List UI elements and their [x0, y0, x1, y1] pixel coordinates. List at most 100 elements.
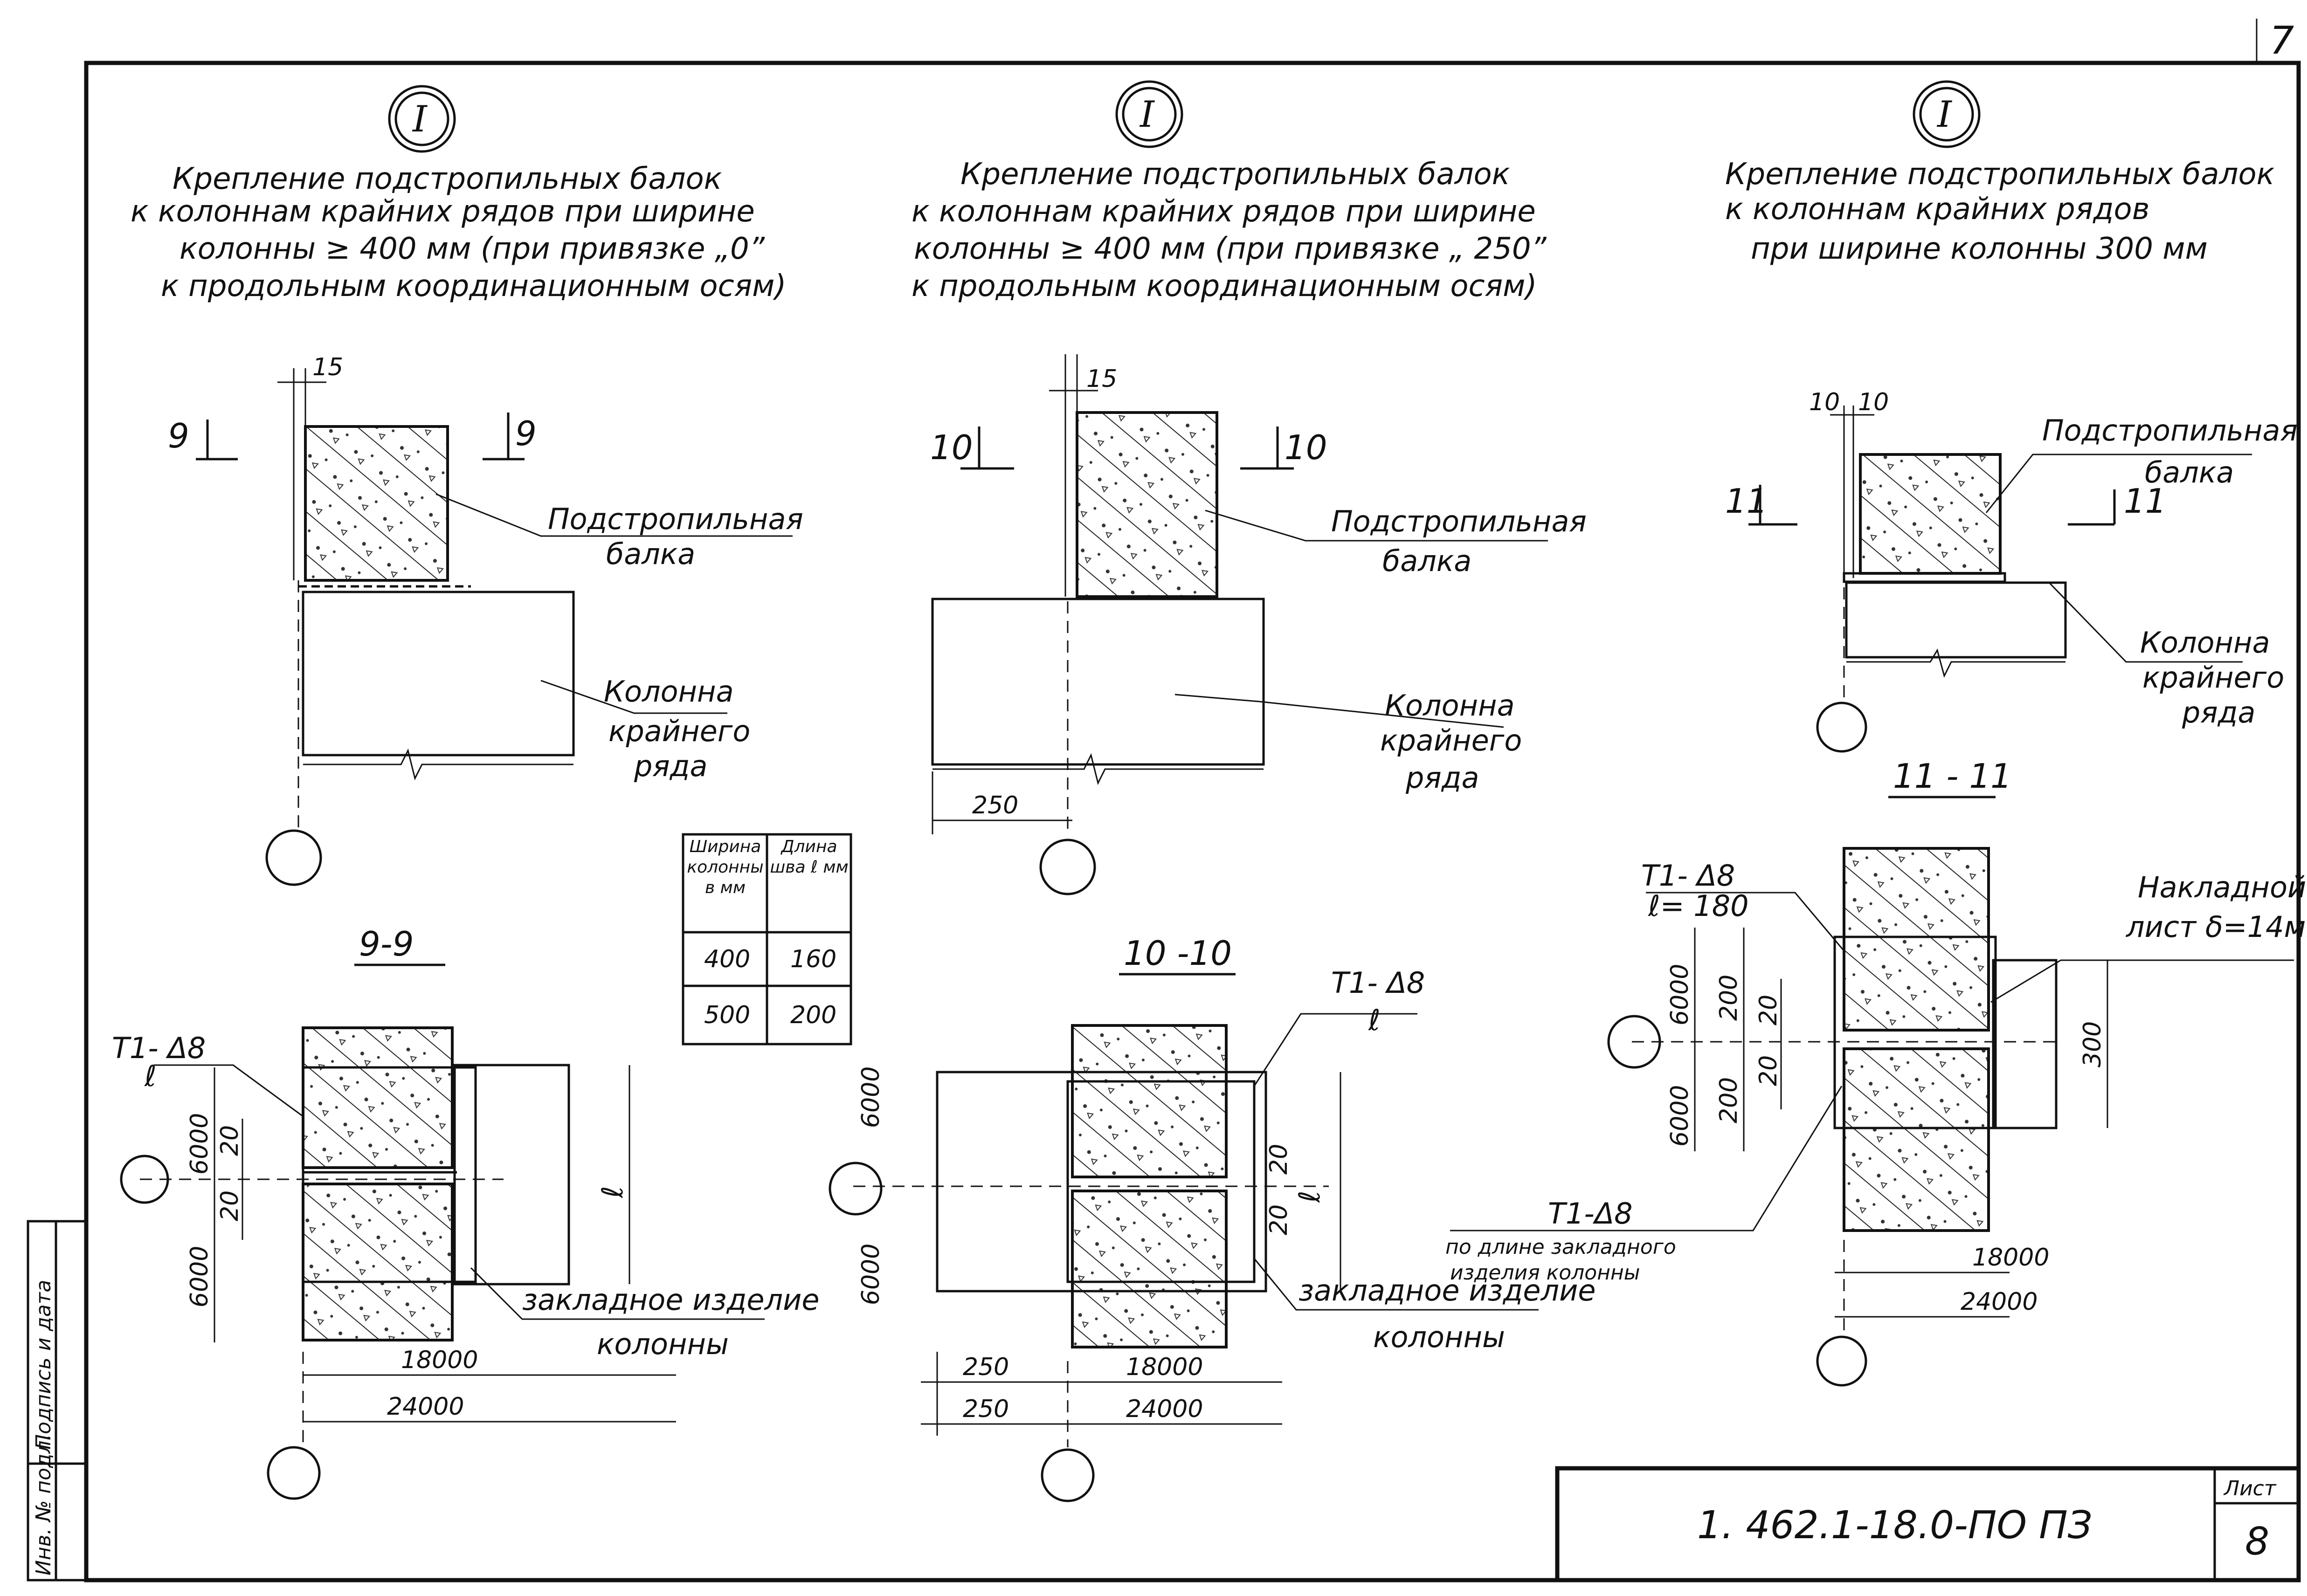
cover-plate — [1833, 936, 1997, 1129]
beam-label-line: балка — [606, 537, 695, 571]
dim-15: 15 — [312, 353, 343, 381]
rafter-beam — [304, 425, 449, 582]
table-cell: 160 — [790, 945, 836, 973]
beam-section-top — [1071, 1024, 1228, 1178]
title-block: 1. 462.1-18.0-ПО ПЗ Лист 8 — [1555, 1466, 2301, 1582]
rafter-beam — [1859, 453, 2002, 575]
dim-20-a: 20 — [216, 1125, 244, 1156]
detail-title-line: Крепление подстропильных балок — [1725, 157, 2275, 192]
dim-250-b: 250 — [963, 1395, 1009, 1423]
column-label-line: Колонна — [1385, 688, 1515, 722]
section-9-9: 9-9 Т1- Δ8 ℓ 6000 6000 20 20 ℓ закладное… — [112, 924, 820, 1500]
dim-10-a: 10 — [1809, 388, 1840, 416]
weld-symbol: Т1- Δ8 — [112, 1031, 206, 1065]
dim-15: 15 — [1086, 365, 1117, 393]
rafter-beam — [1076, 411, 1218, 598]
dim-24000: 24000 — [1126, 1395, 1203, 1423]
beam-label-line: Подстропильная — [2042, 413, 2298, 447]
detail-title-line: к продольным координационным осям) — [912, 269, 1537, 303]
dim-20-a: 20 — [1265, 1144, 1293, 1175]
detail-title-line: к колоннам крайних рядов — [1725, 192, 2149, 227]
dim-300: 300 — [2079, 1021, 2107, 1067]
detail-title-line: к колоннам крайних рядов при ширине — [912, 194, 1536, 229]
axis-bubble — [267, 1446, 321, 1500]
dim-200-b: 200 — [1715, 1077, 1743, 1123]
column-plan — [453, 1064, 570, 1286]
cut-marker-right: 10 — [1285, 428, 1327, 467]
dim-250: 250 — [972, 791, 1018, 819]
column-label-line: ряда — [2182, 695, 2256, 729]
weld-length: ℓ — [144, 1059, 157, 1093]
section-10-10: 10 -10 Т1- Δ8 ℓ 6000 6000 20 20 ℓ заклад… — [829, 934, 1596, 1502]
embed-label-line: закладное изделие — [522, 1283, 820, 1317]
detail-title-line: к продольным координационным осям) — [161, 269, 786, 303]
detail-marker: I — [1139, 94, 1155, 136]
detail-title-line: при ширине колонны 300 мм — [1751, 232, 2208, 266]
sheet-frame — [84, 61, 2301, 1582]
detail-title-line: колонны ≥ 400 мм (при привязке „ 250” — [914, 232, 1547, 266]
corner-number: 7 — [2270, 19, 2294, 63]
table-header-width: Ширина колонны в мм — [687, 837, 764, 897]
cut-marker-left: 11 — [1725, 482, 1768, 521]
detail-marker-circle — [388, 85, 456, 153]
dim-24000: 24000 — [387, 1393, 464, 1421]
column-label-line: Колонна — [604, 674, 734, 709]
embed-label-line: колонны — [597, 1327, 729, 1361]
embed-label-line: колонны — [1373, 1320, 1505, 1354]
weld-length-top: ℓ= 180 — [1648, 889, 1749, 923]
dim-18000: 18000 — [401, 1346, 478, 1374]
plate-label-line: лист δ=14мм — [2126, 910, 2307, 944]
cut-marker-right: 9 — [515, 414, 537, 453]
dim-18000: 18000 — [1126, 1353, 1203, 1381]
weld-length-table: Ширина колонны в мм Длина шва ℓ мм 400 1… — [682, 833, 852, 1046]
embed-label-line: закладное изделие — [1299, 1273, 1596, 1307]
beam-section-top — [1843, 847, 1990, 1032]
detail-marker: I — [412, 98, 428, 140]
stamp-inventory-number: Инв. № подл. — [32, 1434, 55, 1575]
weld-note-line: по длине закладного — [1445, 1235, 1676, 1259]
weld-symbol-top: Т1- Δ8 — [1641, 859, 1735, 893]
dim-6000-top: 6000 — [186, 1113, 214, 1175]
weld-symbol-bottom: Т1-Δ8 — [1548, 1197, 1633, 1231]
axis-bubble — [1607, 1015, 1661, 1069]
axis-bubble — [1816, 702, 1867, 753]
plate-label-line: Накладной — [2138, 870, 2306, 904]
axis-bubble — [265, 829, 322, 886]
beam-label-line: Подстропильная — [1331, 504, 1587, 538]
column-label-line: ряда — [634, 749, 708, 783]
beam-section-bottom — [1071, 1190, 1228, 1348]
dim-200-a: 200 — [1715, 975, 1743, 1021]
detail-title-line: Крепление подстропильных балок — [173, 162, 722, 196]
column-label-line: крайнего — [2142, 660, 2284, 695]
edge-column — [931, 598, 1265, 766]
column-label-line: крайнего — [1380, 723, 1522, 757]
weld-symbol: Т1- Δ8 — [1331, 966, 1425, 1000]
beam-label-line: балка — [1382, 544, 1471, 578]
column-label-line: Колонна — [2140, 626, 2270, 660]
axis-bubble — [829, 1162, 883, 1216]
stamp-signature-date: Подпись и дата — [32, 1280, 55, 1450]
table-cell: 400 — [704, 945, 750, 973]
beam-label-line: Подстропильная — [548, 502, 803, 536]
dim-6000-top: 6000 — [1666, 964, 1694, 1025]
dim-l: ℓ — [595, 1186, 629, 1198]
axis-bubble — [1816, 1335, 1867, 1387]
axis-bubble — [1041, 1448, 1095, 1502]
detail-title-line: колонны ≥ 400 мм (при привязке „0” — [180, 232, 765, 266]
sheet-label: Лист — [2223, 1477, 2277, 1500]
beam-section-bottom — [302, 1183, 454, 1341]
edge-column — [1845, 581, 2067, 659]
dim-24000: 24000 — [1961, 1288, 2038, 1316]
detail-title-line: Крепление подстропильных балок — [960, 157, 1510, 192]
dim-18000: 18000 — [1972, 1244, 2049, 1272]
dim-250-a: 250 — [963, 1353, 1009, 1381]
document-code: 1. 462.1-18.0-ПО ПЗ — [1697, 1503, 2092, 1548]
column-plan — [1992, 959, 2058, 1129]
column-plan — [936, 1071, 1267, 1293]
axis-bubble — [1039, 839, 1096, 895]
side-stamp: Подпись и дата Инв. № подл. — [27, 1220, 88, 1582]
cut-marker-left: 10 — [930, 428, 973, 467]
detail-title-line: к колоннам крайних рядов при ширине — [131, 194, 755, 229]
dim-20-a: 20 — [1754, 995, 1782, 1025]
